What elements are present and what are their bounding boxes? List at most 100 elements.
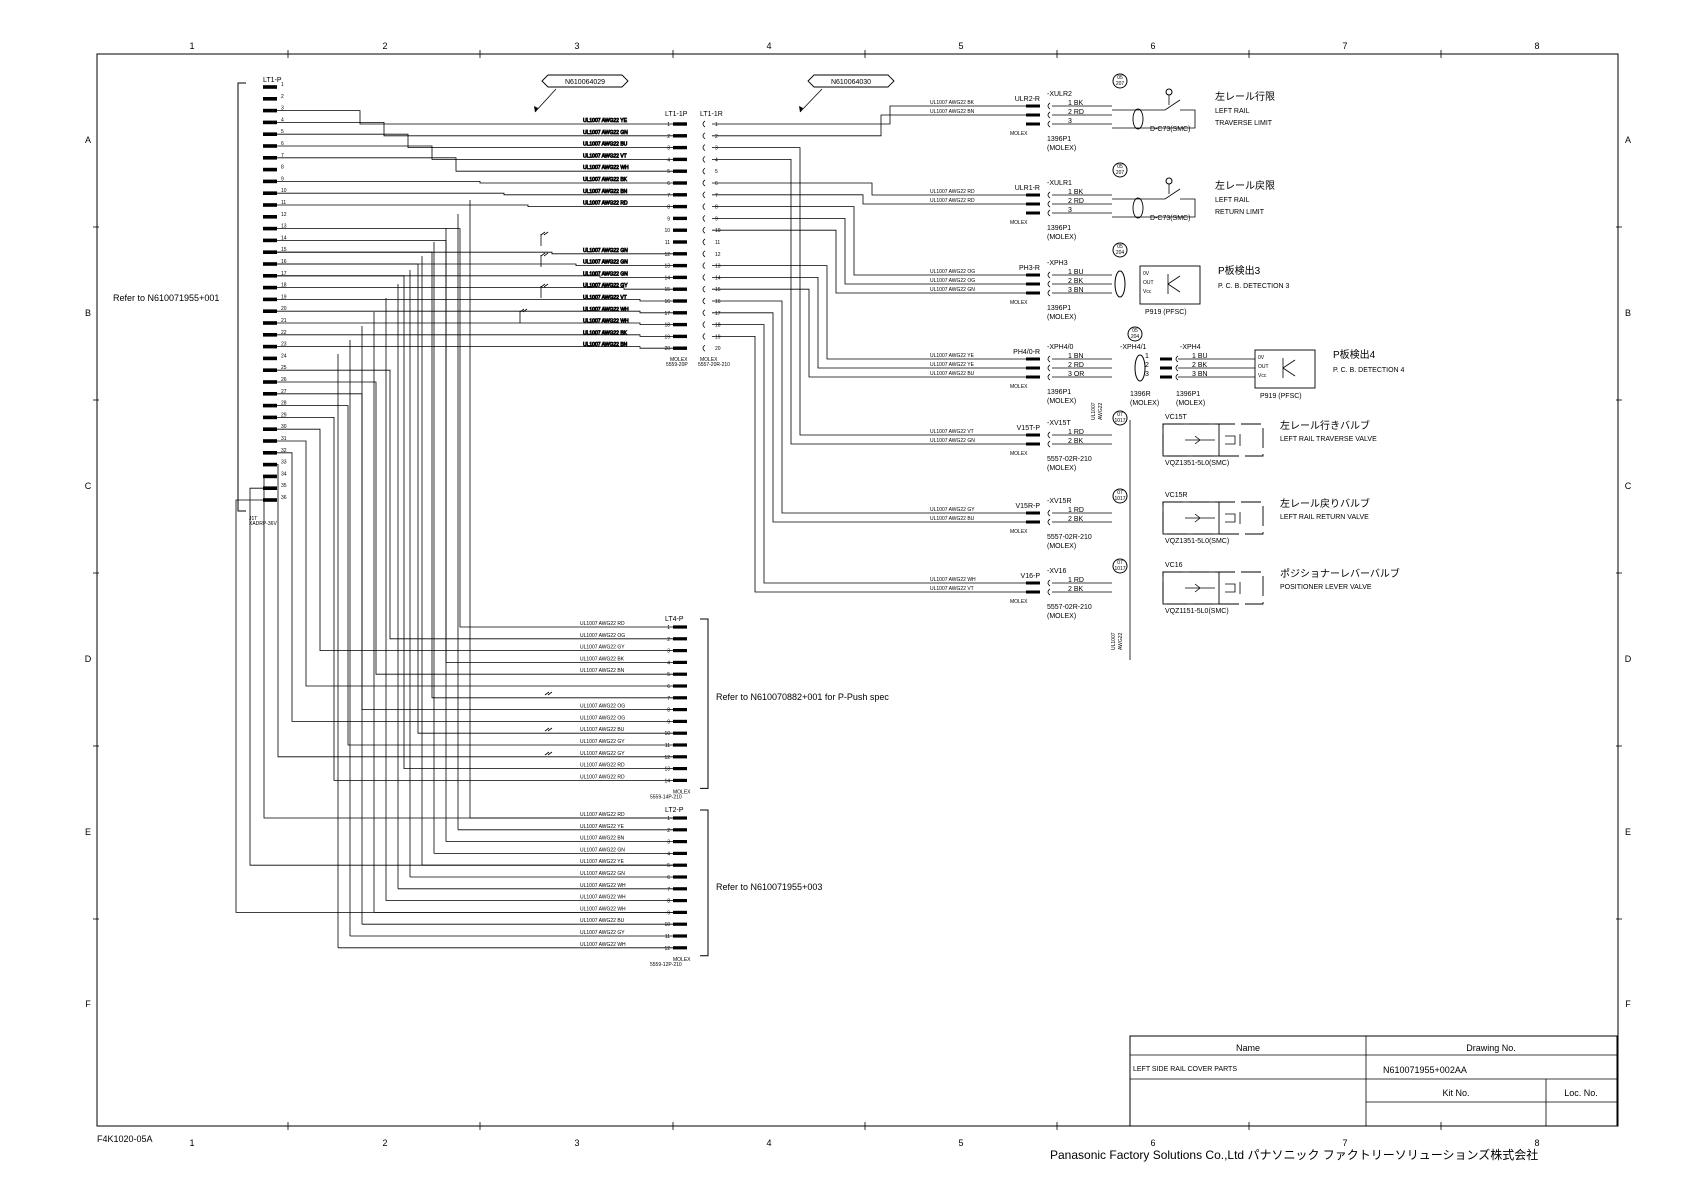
wire-label: UL1007 AWG22 BN <box>580 836 625 842</box>
lt1p-connector: LT1-P12345678910111213141516171819202122… <box>113 74 895 527</box>
plug-pin <box>1026 520 1040 524</box>
device-jp: 左レール戻りバルブ <box>1280 497 1370 510</box>
pin-number: 13 <box>664 767 670 773</box>
wire-label: UL1007 AWG22 GN <box>930 287 975 293</box>
zone-row-right: B <box>1625 308 1631 318</box>
device-molex: MOLEX <box>1010 451 1028 457</box>
twist-mark <box>544 727 553 732</box>
plug-pin <box>673 828 687 832</box>
pin-number: 2 <box>281 94 284 100</box>
device-en: P. C. B. DETECTION 4 <box>1333 367 1405 374</box>
pin-number: 36 <box>281 495 287 501</box>
zone-row-right: F <box>1625 999 1631 1009</box>
pin-number: 13 <box>664 264 670 270</box>
device-part: 1396P1 <box>1047 136 1071 143</box>
device-pin-label: 1 RD <box>1068 507 1084 514</box>
wire-label: UL1007 AWG22 WH <box>580 895 626 901</box>
zone-row-right: D <box>1625 654 1632 664</box>
wire-label: UL1007 AWG22 BU <box>580 727 625 733</box>
pin-number: 18 <box>664 323 670 329</box>
ph4-mid-xconn: -XPH4 <box>1180 344 1201 351</box>
pin-terminal <box>263 427 277 431</box>
pin-number: 13 <box>281 224 287 230</box>
wire-label: UL1007 AWG22 BN <box>930 109 975 115</box>
pin-terminal <box>263 309 277 313</box>
part-label: 5559-14P-210 <box>650 794 682 800</box>
callout-text: N610064029 <box>565 79 605 86</box>
wire <box>277 157 673 172</box>
pin-number: 14 <box>715 275 721 281</box>
device-xconn: -XPH4/0 <box>1047 344 1074 351</box>
sensor-box <box>1254 349 1316 389</box>
wire <box>712 159 1026 445</box>
pin-number: 10 <box>664 731 670 737</box>
valve-symbol <box>1185 582 1241 594</box>
pin-number: 34 <box>281 471 287 477</box>
receptacle-arc <box>1047 200 1051 208</box>
device-part: (MOLEX) <box>1047 314 1076 321</box>
pin-number: 21 <box>281 318 287 324</box>
sensor-pin: Vcc <box>1258 373 1267 379</box>
pin-number: 8 <box>715 205 718 211</box>
ph4-mid-part: (MOLEX) <box>1176 400 1205 407</box>
socket-pin <box>673 287 687 291</box>
company-name: Panasonic Factory Solutions Co.,Ltd パナソニ… <box>1050 1147 1538 1162</box>
zone-row-left: D <box>85 654 92 664</box>
pin-number: 14 <box>664 778 670 784</box>
pin-terminal <box>263 333 277 337</box>
device-xconn: -XV15T <box>1047 420 1071 427</box>
lt1-1p-name: LT1-1P <box>665 111 688 118</box>
receptacle-arc <box>1047 355 1051 363</box>
device-en: LEFT RAIL TRAVERSE VALVE <box>1280 436 1377 443</box>
valve-id: VC15R <box>1165 492 1188 499</box>
device-jp: 左レール行限 <box>1215 90 1275 103</box>
ref-num: 05 <box>1132 328 1138 334</box>
device-part: 1396P1 <box>1047 225 1071 232</box>
device-jp: P板検出4 <box>1333 348 1376 361</box>
zone-col-bottom: 2 <box>382 1138 387 1148</box>
plug-pin <box>673 708 687 712</box>
pin-number: 19 <box>715 334 721 340</box>
receptacle-arc <box>702 215 706 222</box>
plug-pin <box>1026 211 1040 215</box>
ref-num: 207 <box>1116 170 1125 176</box>
wire-label: UL1007 AWG22 WH <box>583 307 629 313</box>
ferrite-core <box>1132 197 1144 219</box>
receptacle-arc <box>702 238 706 246</box>
receptacle-arc <box>1047 102 1051 110</box>
sensor-part: P919 (PFSC) <box>1145 309 1187 316</box>
zone-row-right: C <box>1625 481 1632 491</box>
receptacle-arc <box>702 274 706 281</box>
pin-terminal <box>263 203 277 207</box>
ph4-mid-part: 1396P1 <box>1176 391 1200 398</box>
pin-number: 12 <box>664 755 670 761</box>
plug-pin <box>673 743 687 747</box>
plug-pin <box>1026 273 1040 277</box>
pin-number: 12 <box>281 212 287 218</box>
plug-pin <box>1026 193 1040 197</box>
socket-pin <box>673 311 687 315</box>
wire <box>277 228 673 628</box>
pin-terminal <box>263 250 277 254</box>
socket-pin <box>673 204 687 209</box>
pin-label: 1 <box>1145 353 1149 360</box>
pin-number: 18 <box>715 323 721 329</box>
pin-number: 7 <box>667 696 670 702</box>
pin-number: 7 <box>281 153 284 159</box>
pin-number: 9 <box>667 910 670 916</box>
receptacle-arc <box>702 333 706 340</box>
zone-row-left: C <box>85 481 92 491</box>
device-part: 1396P1 <box>1047 305 1071 312</box>
wire-label: UL1007 AWG22 WH <box>930 577 976 583</box>
plug-pin <box>1026 366 1040 370</box>
wire <box>277 452 673 722</box>
lt1-1r-part: 5557-20R-210 <box>698 362 730 368</box>
pin-terminal <box>263 238 277 243</box>
wire <box>712 218 1026 285</box>
device-connector: ULR1-R <box>1015 185 1040 192</box>
pin-terminal <box>263 415 277 420</box>
plug-pin <box>1026 581 1040 585</box>
device-molex: MOLEX <box>1010 529 1028 535</box>
receptacle-arc <box>1047 579 1051 587</box>
